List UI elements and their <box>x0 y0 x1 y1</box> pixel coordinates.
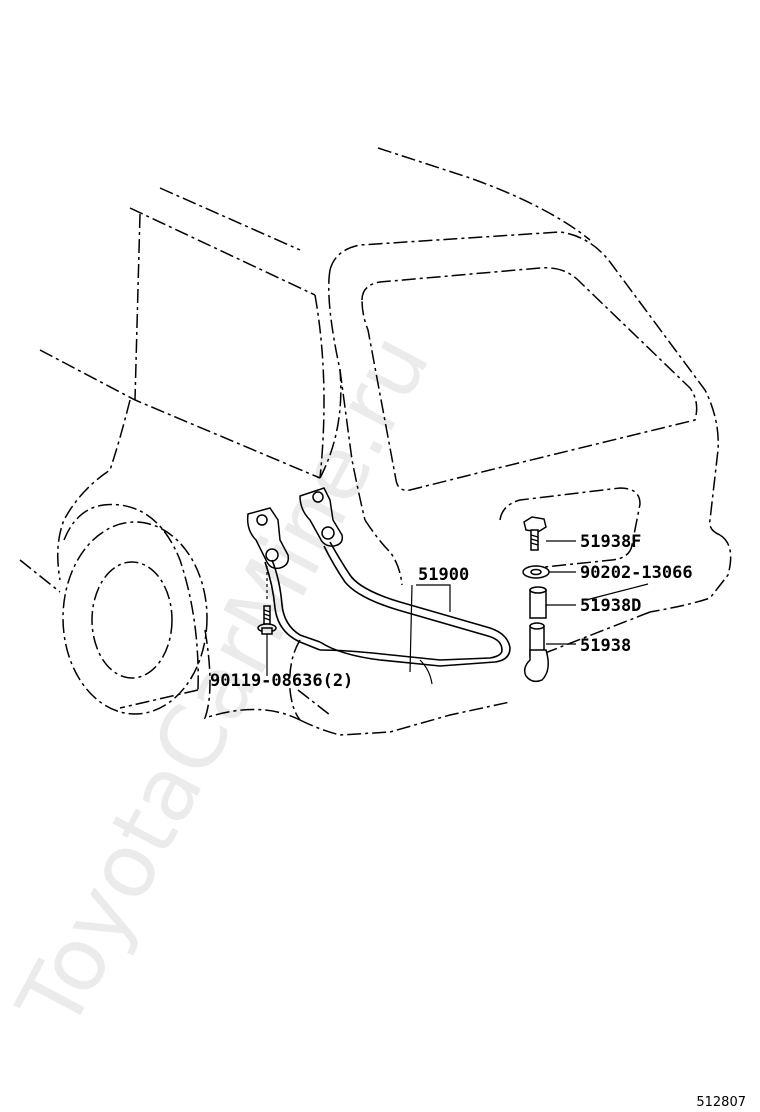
right-hanger-bracket <box>299 487 344 547</box>
part-label-51938[interactable]: 51938 <box>580 636 631 656</box>
part-label-51900[interactable]: 51900 <box>418 565 469 585</box>
watermark-text: ToyotaCarMine.ru <box>0 318 449 1046</box>
left-hanger-bracket <box>246 507 321 651</box>
washer-part <box>522 565 550 579</box>
vehicle-outline <box>19 147 732 736</box>
part-label-51938F[interactable]: 51938F <box>580 532 641 552</box>
part-label-51938D[interactable]: 51938D <box>580 596 641 616</box>
part-label-90119-08636[interactable]: 90119-08636(2) <box>210 671 353 691</box>
leader-lines <box>266 540 649 676</box>
carrier-rod <box>319 541 511 685</box>
bolt-part <box>523 516 547 551</box>
hanger-bolt-part <box>257 566 277 635</box>
part-label-90202-13066[interactable]: 90202-13066 <box>580 563 693 583</box>
bracket-part <box>523 622 549 683</box>
spacer-part <box>529 586 547 619</box>
diagram-id: 512807 <box>696 1095 746 1110</box>
